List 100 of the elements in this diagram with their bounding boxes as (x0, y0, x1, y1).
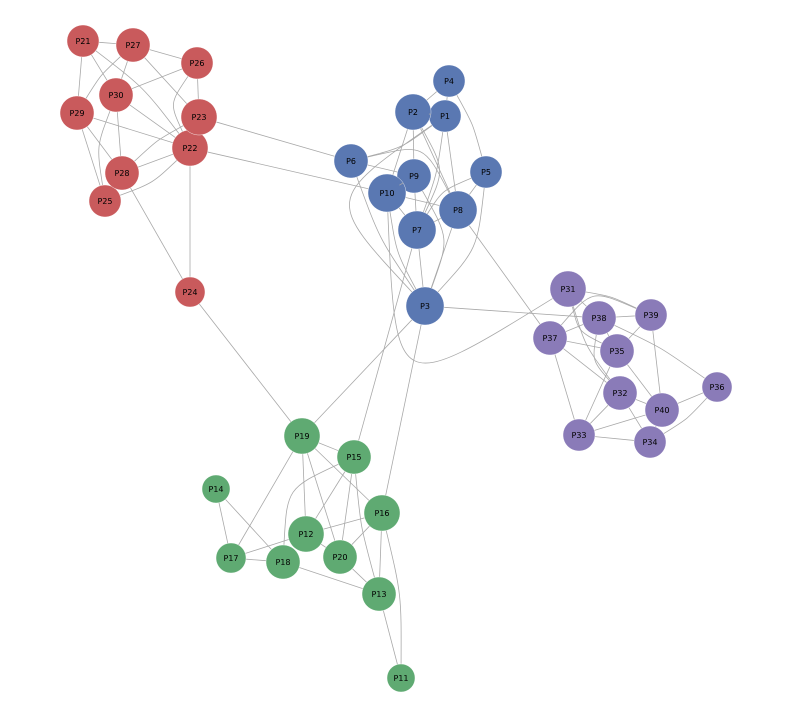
network-node: P15 (336, 440, 372, 474)
edge-line (116, 112, 122, 156)
edge-line (86, 56, 121, 99)
network-node: P21 (66, 24, 100, 58)
edge-line (385, 324, 422, 496)
edge-line (216, 122, 335, 157)
edge-line (245, 539, 290, 554)
edge-line (428, 114, 432, 115)
network-node: P3 (406, 286, 444, 326)
network-node: P29 (60, 96, 94, 130)
edge-line (405, 197, 440, 206)
network-node: P27 (116, 28, 150, 62)
edge-line (469, 184, 477, 195)
edge-line (132, 68, 182, 90)
edge-line (606, 332, 610, 336)
edge-line (566, 324, 584, 332)
network-node: P8 (438, 190, 478, 230)
edge-line (572, 306, 602, 344)
edge-line (627, 364, 652, 397)
edge-line (323, 517, 365, 530)
network-node: P31 (550, 270, 586, 308)
edge-line (207, 152, 369, 190)
network-node: P40 (644, 392, 680, 428)
edge-line (95, 50, 180, 134)
edge-line (78, 56, 82, 96)
edge-line (438, 188, 485, 292)
edge-line (594, 414, 646, 431)
edge-line (663, 398, 708, 434)
edge-line (414, 192, 416, 212)
edge-line (302, 454, 306, 516)
edge-line (420, 128, 450, 193)
edge-line (446, 96, 448, 100)
edge-line (628, 326, 640, 339)
network-node: P20 (322, 540, 358, 574)
network-node: P13 (362, 576, 396, 612)
edge-line (149, 49, 182, 60)
network-node: P4 (432, 64, 466, 98)
network-node: P28 (104, 156, 140, 190)
edge-line (314, 320, 412, 424)
edge-line (628, 407, 642, 429)
edge-line (238, 451, 294, 546)
edge-line (614, 324, 705, 379)
network-node: P12 (288, 516, 324, 552)
network-node: P39 (634, 298, 668, 332)
edge-line (580, 301, 587, 307)
network-node: P34 (634, 426, 666, 458)
edge-line (422, 190, 444, 288)
edge-line (144, 57, 188, 104)
edge-line (412, 130, 414, 160)
edge-line (218, 502, 228, 544)
edge-line (358, 248, 412, 441)
edge-line (426, 91, 438, 101)
edge-line (355, 474, 375, 578)
edge-line (585, 366, 610, 421)
edge-line (138, 154, 174, 168)
network-node: P5 (470, 156, 502, 188)
edge-line (430, 228, 452, 288)
network-node: P6 (334, 144, 368, 178)
edge-line (93, 118, 174, 144)
edge-line (456, 94, 482, 157)
edge-line (320, 544, 326, 548)
edge-line (563, 348, 607, 383)
network-node: P38 (582, 300, 616, 336)
edge-line (387, 212, 553, 364)
edge-line (367, 125, 432, 158)
network-node: P24 (174, 276, 206, 308)
edge-line (392, 128, 408, 176)
edge-line (349, 124, 432, 292)
edge-line (390, 212, 416, 290)
edge-line (367, 164, 398, 172)
edge-line (307, 452, 336, 541)
edge-line (352, 568, 367, 583)
edge-line (225, 499, 272, 550)
network-node: P19 (284, 418, 320, 454)
edge-line (121, 60, 128, 80)
edge-line (566, 340, 601, 348)
network-node: P16 (364, 494, 400, 532)
edge-line (560, 295, 637, 326)
edge-line (315, 471, 346, 519)
edge-line (434, 218, 442, 222)
edge-line (382, 610, 398, 665)
edge-line (342, 474, 352, 540)
edge-line (298, 567, 364, 589)
network-node: P18 (266, 544, 300, 580)
edge-line (446, 132, 456, 192)
edge-line (386, 530, 402, 664)
network-node: P2 (394, 94, 432, 130)
network-node: P11 (386, 664, 416, 692)
edge-line (636, 399, 646, 404)
network-node: P22 (172, 130, 208, 166)
network-node: P17 (216, 542, 246, 574)
edge-line (314, 448, 370, 501)
network-node: P37 (532, 320, 568, 356)
edge-line (98, 42, 116, 44)
network-node: P30 (98, 78, 134, 112)
edge-line (130, 188, 183, 280)
edge-line (399, 182, 404, 186)
edge-line (554, 354, 575, 420)
edge-line (134, 125, 184, 162)
edge-line (356, 176, 415, 290)
